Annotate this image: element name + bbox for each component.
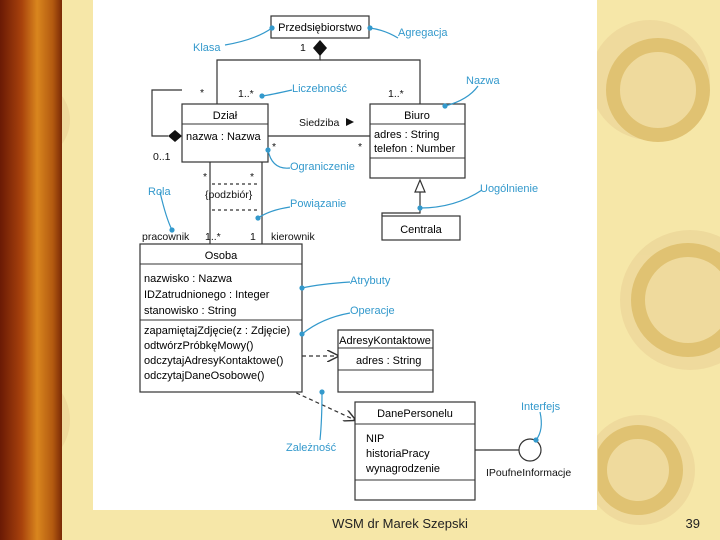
annotation-operacje: Operacje: [350, 305, 395, 317]
annotation-agregacja: Agregacja: [398, 27, 448, 39]
multiplicity-label: *: [358, 141, 362, 153]
annotation-rola: Rola: [148, 186, 172, 198]
multiplicity-label: 1..*: [388, 88, 404, 100]
annotation-klasa: Klasa: [193, 42, 221, 54]
interface-lollipop-icon: [519, 439, 541, 461]
aggregation-diamond: [313, 40, 327, 56]
annotation-nazwa: Nazwa: [466, 75, 501, 87]
class-operation: odczytajDaneOsobowe(): [144, 370, 264, 382]
interface-name: IPoufneInformacje: [486, 467, 571, 479]
class-attribute: stanowisko : String: [144, 305, 236, 317]
class-name: Przedsiębiorstwo: [278, 22, 362, 34]
page-number: 39: [660, 516, 700, 531]
class-centrala[interactable]: Centrala: [382, 216, 460, 240]
class-name: Centrala: [400, 224, 442, 236]
annotation-powiazanie: Powiązanie: [290, 198, 346, 210]
class-name: Biuro: [404, 110, 430, 122]
multiplicity-label: 1..*: [238, 88, 254, 100]
multiplicity-label: *: [250, 171, 254, 183]
class-attribute: historiaPracy: [366, 448, 430, 460]
class-dzial[interactable]: Dział nazwa : Nazwa: [182, 104, 268, 162]
class-attribute: nazwisko : Nazwa: [144, 273, 233, 285]
annotation-licznosc: Liczebność: [292, 83, 348, 95]
class-attribute: telefon : Number: [374, 143, 456, 155]
siedziba-arrow-icon: [346, 118, 354, 126]
class-attribute: NIP: [366, 433, 384, 445]
class-attribute: nazwa : Nazwa: [186, 131, 261, 143]
class-operation: zapamiętajZdjęcie(z : Zdjęcie): [144, 325, 290, 337]
annotation-uogolnienie: Uogólnienie: [480, 183, 538, 195]
class-osoba[interactable]: Osoba nazwisko : Nazwa IDZatrudnionego :…: [140, 244, 302, 392]
class-name: Dział: [213, 110, 238, 122]
role-label: pracownik: [142, 231, 190, 243]
footer-author: WSM dr Marek Szepski: [300, 516, 500, 531]
class-name: Osoba: [205, 250, 238, 262]
annotation-interfejs: Interfejs: [521, 401, 561, 413]
annotation-zaleznosc: Zależność: [286, 442, 337, 454]
multiplicity-label: 1: [250, 231, 256, 243]
class-attribute: wynagrodzenie: [365, 463, 440, 475]
role-label: kierownik: [271, 231, 316, 243]
class-dane-personelu[interactable]: DanePersonelu NIP historiaPracy wynagrod…: [355, 402, 475, 500]
annotation-ograniczenie: Ograniczenie: [290, 161, 355, 173]
class-przedsiebiorstwo[interactable]: Przedsiębiorstwo: [271, 16, 369, 38]
multiplicity-label: *: [272, 141, 276, 153]
multiplicity-label: 1..*: [205, 231, 221, 243]
aggregation-diamond-self: [168, 130, 182, 142]
annotation-atrybuty: Atrybuty: [350, 275, 391, 287]
multiplicity-label: *: [200, 87, 204, 99]
class-operation: odczytajAdresyKontaktowe(): [144, 355, 283, 367]
class-biuro[interactable]: Biuro adres : String telefon : Number: [370, 104, 465, 178]
multiplicity-label: *: [203, 171, 207, 183]
class-attribute: IDZatrudnionego : Integer: [144, 289, 270, 301]
class-adresy-kontaktowe[interactable]: AdresyKontaktowe adres : String: [338, 330, 433, 392]
class-name: DanePersonelu: [377, 408, 453, 420]
association-name: Siedziba: [299, 117, 339, 129]
generalization-triangle-icon: [415, 180, 425, 192]
multiplicity-label: 1: [300, 42, 306, 54]
class-attribute: adres : String: [374, 129, 439, 141]
class-operation: odtwórzPróbkęMowy(): [144, 340, 253, 352]
constraint-label: {podzbiór}: [205, 189, 253, 201]
multiplicity-label: 0..1: [153, 151, 171, 163]
class-name: AdresyKontaktowe: [339, 335, 431, 347]
class-attribute: adres : String: [356, 355, 421, 367]
